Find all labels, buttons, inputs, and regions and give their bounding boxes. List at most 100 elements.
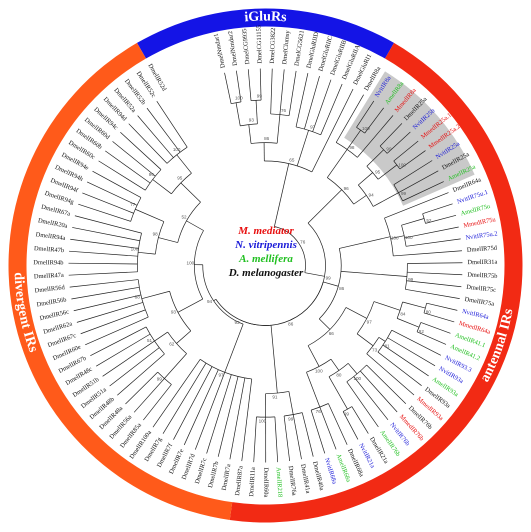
branch [402,301,426,309]
branch [224,72,232,104]
tip-label: DmelIR7b [207,461,220,489]
tip-label: DmelIR56b [36,296,67,308]
tip-label: NvitIR75u.2 [465,230,498,241]
branch [248,124,252,144]
branch [377,351,422,386]
tip-label: DmelIR47b [34,245,65,254]
branch [407,262,463,264]
bootstrap-label: 65 [289,157,295,162]
branch [346,129,361,150]
branch [366,149,384,167]
branch [382,344,429,377]
branch [128,123,168,164]
branch-arc [274,226,306,273]
branch [295,73,309,128]
bootstrap-label: 76 [316,409,322,414]
branch [270,68,273,114]
branch [176,330,192,344]
bootstrap-label: 66 [329,331,335,336]
branch-arc [377,330,393,353]
branch [162,362,207,434]
branch [407,271,463,276]
branch [125,371,158,405]
branch [319,406,337,450]
branch [247,69,252,101]
branch [98,160,146,191]
branch [82,192,134,214]
bootstrap-label: 93 [171,309,177,314]
branch [95,333,151,367]
branch [68,262,138,265]
tip-label: NvitIR75u.1 [456,189,489,206]
bootstrap-label: 97 [218,372,224,377]
branch [276,114,281,144]
bootstrap-label: 51 [147,338,153,343]
tip-label: DmelCG9935 [241,28,251,64]
tip-label: MmedIR75u [463,216,497,229]
tree-branches [68,68,463,463]
bootstrap-label: 94 [369,192,375,197]
branch [387,337,436,367]
branch [296,130,309,167]
bootstrap-label: 93 [249,118,255,123]
tip-label: NvitIR68a [323,457,338,485]
tip-label: NvitIR64a [461,308,489,321]
branch [146,107,181,153]
bootstrap-label: 99 [386,147,392,152]
branch [306,372,321,408]
branch-arc [270,113,290,117]
branch [345,307,367,319]
bootstrap-label: 100 [235,95,243,100]
branch [307,345,320,367]
branch [312,79,332,132]
legend-item-mediator: M. mediator [238,225,294,237]
branch [213,298,217,302]
branch-arc [379,145,388,154]
branch [346,381,379,428]
tip-label: DmelIR75b [467,271,497,279]
branch [194,372,226,450]
branch [342,411,359,440]
branch [102,340,155,377]
branch [206,374,232,454]
bootstrap-label: 97 [367,320,373,325]
branch [426,302,458,311]
branch [416,331,447,345]
branch-arc [346,364,367,383]
branch-arc [284,412,303,417]
branch [328,403,348,445]
branch [353,376,389,421]
branch [183,369,219,446]
branch [80,309,146,335]
bootstrap-label: 100 [315,368,323,373]
branch [86,181,138,206]
bootstrap-label: 81 [384,343,390,348]
branch [186,220,204,231]
branch [120,132,162,170]
branch [158,237,178,243]
bootstrap-label: 99 [401,191,407,196]
branch-arc [416,322,422,332]
bootstrap-label: 94 [207,299,213,304]
bootstrap-label: 86 [288,322,294,327]
branch [255,100,258,124]
legend-item-vitripennis: N. vitripennis [235,239,297,251]
ring-segment-divergent [8,42,233,520]
branch-arc [422,213,426,224]
bootstrap-label: 100 [362,126,370,131]
branch [156,101,188,148]
branch [318,318,331,330]
branch [69,279,139,288]
branch [76,302,143,323]
branch [351,406,369,434]
branch [406,238,461,247]
branch-arc [166,146,188,164]
ring-segment-iglur [137,8,394,59]
branch [366,364,407,405]
branch [364,107,384,134]
branch [373,192,399,207]
tip-label: AmelIR75u [460,203,492,218]
